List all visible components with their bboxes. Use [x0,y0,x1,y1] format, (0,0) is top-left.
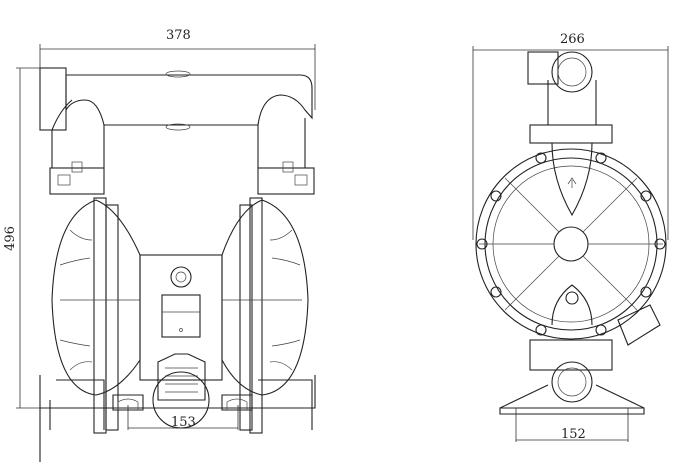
upper-flanges [49,161,315,195]
dimension-height-front [16,67,60,409]
bottom-inlet [499,339,645,415]
dimension-width-front [39,44,316,110]
dimension-label-width: 378 [166,28,191,43]
right-chamber [221,197,313,434]
front-view [16,44,316,462]
dimension-label-height: 496 [2,226,18,251]
dimension-depth-side [472,46,669,240]
bolts [476,152,666,336]
dimension-label-foot-spacing: 153 [171,415,196,430]
diaphragm-housing [475,148,667,346]
dimension-label-depth: 266 [560,32,585,47]
dimension-label-base: 152 [561,427,586,442]
top-manifold [39,67,313,168]
air-valve-section [139,254,223,429]
top-outlet [527,51,613,217]
bottom-manifold [39,375,316,462]
left-chamber [49,197,141,434]
side-view [472,46,669,442]
